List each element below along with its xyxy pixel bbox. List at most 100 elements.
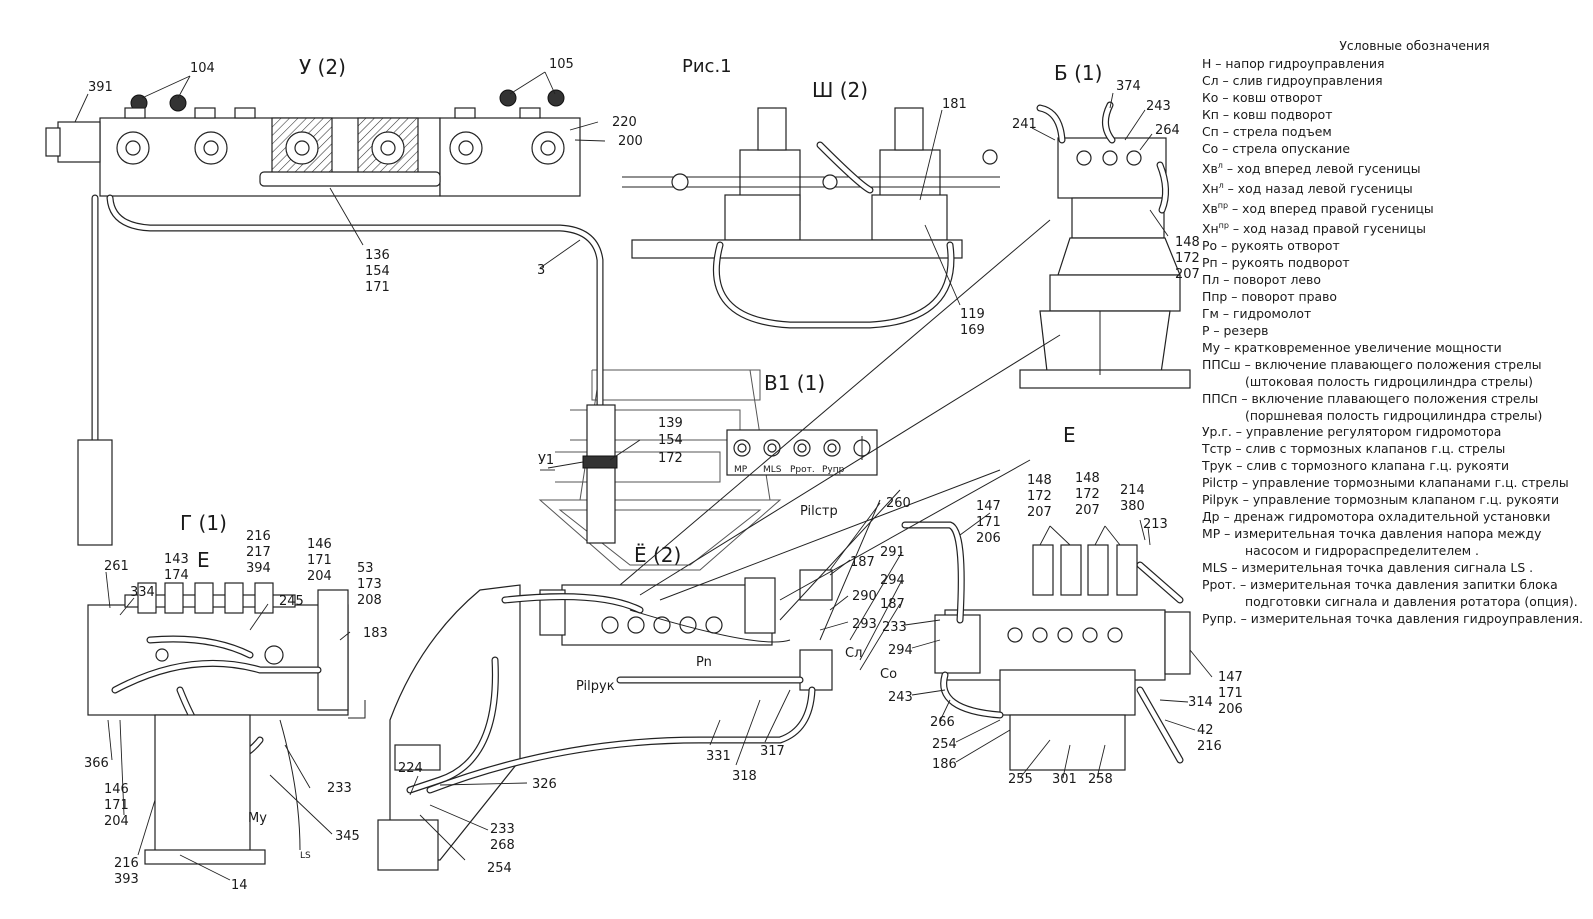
legend-title: Условные обозначения xyxy=(1339,38,1490,53)
legend-row: Трук – слив с тормозного клапана г.ц. ру… xyxy=(1202,458,1587,475)
callout-154: 154 xyxy=(658,433,683,448)
legend-row: ППСш – включение плавающего положения ст… xyxy=(1202,357,1587,374)
legend-description: – измерительная точка давления сигнала L… xyxy=(1227,560,1534,576)
legend-row: Ро – рукоять отворот xyxy=(1202,238,1587,255)
callout-264: 264 xyxy=(1155,123,1180,138)
legend-description: – стрела опускание xyxy=(1218,140,1350,156)
legend-code: Трук xyxy=(1202,458,1233,474)
legend-row: Ко – ковш отворот xyxy=(1202,90,1587,107)
callout-213: 213 xyxy=(1143,517,1168,532)
legend-description: – слив с тормозных клапанов г.ц. стрелы xyxy=(1231,441,1506,457)
callout-374: 374 xyxy=(1116,79,1141,94)
legend-row: Хнпр – ход назад правой гусеницы xyxy=(1202,218,1587,238)
legend-description: – ход вперед правой гусеницы xyxy=(1228,200,1434,216)
callout-326: 326 xyxy=(532,777,557,792)
callout-233-e: 233 xyxy=(882,620,907,635)
view-yo-assembly xyxy=(377,569,833,871)
legend-code: Хнл xyxy=(1202,180,1224,196)
legend-row: Ппр – поворот право xyxy=(1202,289,1587,306)
legend-description: – управление регулятором гидромотора xyxy=(1231,424,1502,440)
callout-233-g: 233 xyxy=(327,781,352,796)
legend-code: MLS xyxy=(1202,560,1228,576)
legend-code: Ко xyxy=(1202,89,1219,105)
port-label-my: Му xyxy=(248,811,267,826)
legend-description: – измерительная точка давления запитки б… xyxy=(1236,577,1558,593)
legend-code: Сп xyxy=(1202,123,1219,139)
port-label-pn: Pn xyxy=(696,655,712,670)
port-label-pupr: Pупр xyxy=(822,465,845,475)
legend-description: – стрела подъем xyxy=(1218,123,1332,139)
view-e-assembly xyxy=(901,521,1191,771)
legend-row-continuation: насосом и гидрораспределителем . xyxy=(1245,543,1479,559)
legend-code: Др xyxy=(1202,509,1220,525)
legend-row: Му – кратковременное увеличение мощности xyxy=(1202,340,1587,357)
legend: Условные обозначения Н – напор гидроупра… xyxy=(1202,38,1587,628)
port-label-prot: Pрот. xyxy=(790,465,815,475)
legend-description: – гидромолот xyxy=(1218,305,1312,321)
callout-200: 200 xyxy=(618,134,643,149)
legend-row: Хвпр – ход вперед правой гусеницы xyxy=(1202,198,1587,218)
callout-220: 220 xyxy=(612,115,637,130)
legend-row: Pilрук – управление тормозным клапаном г… xyxy=(1202,492,1587,509)
view-titles: Рис.1 У (2) Ш (2) Б (1) В1 (1) Г (1) Е Ё… xyxy=(180,55,1102,572)
legend-code: Со xyxy=(1202,140,1219,156)
legend-code: Pупр. xyxy=(1202,610,1237,626)
legend-row: Pilстр – управление тормозными клапанами… xyxy=(1202,475,1587,492)
legend-description: – поворот право xyxy=(1227,288,1337,304)
legend-description: – управление тормозным клапаном г.ц. рук… xyxy=(1238,492,1560,508)
legend-row: Сп – стрела подъем xyxy=(1202,124,1587,141)
callout-187-b: 187 xyxy=(880,597,905,612)
legend-description: – управление тормозными клапанами г.ц. с… xyxy=(1237,475,1569,491)
legend-description: – ковш подворот xyxy=(1218,106,1333,122)
callout-172: 172 xyxy=(658,451,683,466)
legend-row: Pупр. – измерительная точка давления гид… xyxy=(1202,611,1587,628)
callout-301: 301 xyxy=(1052,772,1077,787)
port-labels: MP MLS Pрот. Pупр Pilстр Pilрук Pn Сл Со… xyxy=(248,465,897,861)
view-u-assembly xyxy=(45,89,618,546)
legend-row: Хнл – ход назад левой гусеницы xyxy=(1202,178,1587,198)
legend-row: Хвл – ход вперед левой гусеницы xyxy=(1202,158,1587,178)
legend-row: Ур.г. – управление регулятором гидромото… xyxy=(1202,424,1587,441)
legend-row-continuation: (штоковая полость гидроцилиндра стрелы) xyxy=(1245,373,1533,389)
legend-row: ППСп – включение плавающего положения ст… xyxy=(1202,391,1587,408)
port-label-pilctp: Pilстр xyxy=(800,504,838,519)
leader-lines xyxy=(74,71,1213,881)
callout-14: 14 xyxy=(231,878,248,893)
callout-241: 241 xyxy=(1012,117,1037,132)
legend-code: Хнпр xyxy=(1202,220,1229,237)
callout-331: 331 xyxy=(706,749,731,764)
legend-code: Р xyxy=(1202,322,1210,338)
callout-294-b: 294 xyxy=(888,643,913,658)
callout-105: 105 xyxy=(549,57,574,72)
legend-code: Pilрук xyxy=(1202,492,1239,508)
legend-description: – рукоять отворот xyxy=(1217,237,1340,253)
legend-row: Др – дренаж гидромотора охладительной ус… xyxy=(1202,509,1587,526)
port-label-ls: LS xyxy=(300,851,311,861)
legend-description: – ход назад правой гусеницы xyxy=(1228,221,1426,237)
legend-code: Му xyxy=(1202,339,1221,355)
legend-description: – ковш отворот xyxy=(1218,89,1323,105)
callout-291: 291 xyxy=(880,545,905,560)
view-v1-plate xyxy=(726,429,878,476)
callout-345: 345 xyxy=(335,829,360,844)
callout-183: 183 xyxy=(363,626,388,641)
callout-3: 3 xyxy=(537,263,545,278)
legend-description: – резерв xyxy=(1209,322,1269,338)
port-label-mls: MLS xyxy=(763,465,782,475)
callout-104: 104 xyxy=(190,61,215,76)
callout-391: 391 xyxy=(88,80,113,95)
legend-row: Сл – слив гидроуправления xyxy=(1202,73,1587,90)
legend-description: – слив с тормозного клапана г.ц. рукояти xyxy=(1232,458,1510,474)
legend-code: Pilстр xyxy=(1202,475,1238,491)
legend-description: – напор гидроуправления xyxy=(1211,55,1385,71)
view-title-sh: Ш (2) xyxy=(812,78,868,102)
callout-293: 293 xyxy=(852,617,877,632)
